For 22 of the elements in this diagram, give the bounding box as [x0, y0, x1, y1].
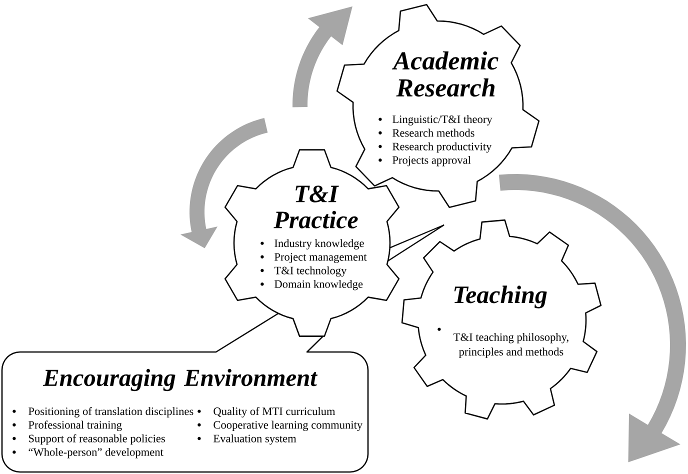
bullet-item: Research productivity	[392, 142, 492, 153]
bullet-item: Project management	[274, 253, 367, 264]
bullet-item: Domain knowledge	[274, 280, 363, 290]
bullet-item: Professional training	[28, 420, 122, 432]
gear	[401, 219, 602, 420]
heading: Teaching	[454, 286, 547, 308]
bullet-item: Linguistic/T&I theory	[392, 115, 492, 126]
bullet-item: Research methods	[392, 128, 474, 137]
bullet-item: Quality of MTI curriculum	[214, 407, 336, 418]
bullet-item: Cooperative learning community	[214, 420, 363, 432]
bullet-item: “Whole-person” development	[28, 448, 164, 458]
bullet-item: T&I teaching philosophy, principles and methods	[454, 333, 568, 358]
heading: T&I Practice	[274, 186, 358, 228]
bullet-item: T&I technology	[274, 266, 347, 277]
bullet-item: Positioning of translation disciplines	[28, 407, 194, 418]
bullet-item: Evaluation system	[214, 434, 296, 445]
heading: Academic Research	[392, 51, 498, 97]
bullet-item: Support of reasonable policies	[28, 434, 165, 445]
bullet-item: Industry knowledge	[274, 239, 364, 250]
callout-box	[1, 312, 369, 473]
heading: Encouraging Environment	[42, 368, 318, 392]
bullet-item: Projects approval	[392, 156, 471, 166]
